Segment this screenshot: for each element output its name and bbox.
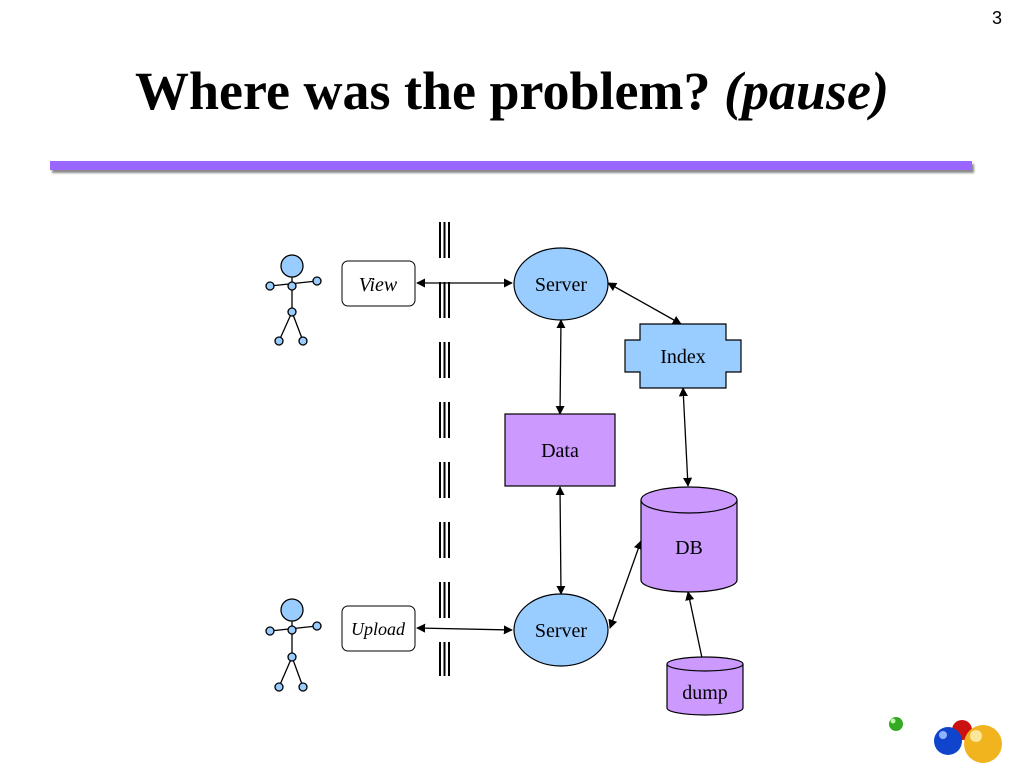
slide-title: Where was the problem? (pause): [0, 61, 1024, 121]
network-boundary: [439, 222, 450, 676]
server-bottom-node: Server: [513, 593, 609, 667]
server-top-to-index-arrow: [607, 282, 682, 325]
server-bottom-label: Server: [535, 620, 588, 642]
db-node: DB: [640, 486, 738, 593]
title-underline: [50, 161, 972, 170]
upload-box: Upload: [341, 605, 416, 652]
title-main: Where was the problem?: [135, 61, 711, 121]
title-emphasis: (pause): [723, 61, 889, 121]
server-bottom-to-db-arrow: [608, 540, 643, 629]
view-label: View: [359, 274, 398, 296]
server-top-to-data-arrow: [555, 319, 566, 415]
data-label: Data: [541, 440, 579, 462]
index-node: Index: [624, 323, 742, 389]
upload-to-server-arrow: [416, 623, 513, 635]
server-top-label: Server: [535, 274, 588, 296]
server-top-node: Server: [513, 247, 609, 321]
index-to-db-arrow: [678, 387, 693, 487]
index-label: Index: [660, 346, 706, 368]
view-box: View: [341, 260, 416, 307]
upload-label: Upload: [351, 619, 406, 639]
data-node: Data: [504, 413, 616, 487]
dump-label: dump: [682, 682, 728, 704]
data-to-server-bottom-arrow: [555, 486, 566, 595]
viewer-user-icon: [265, 254, 322, 346]
slide-number: 3: [991, 8, 1002, 28]
dump-node: dump: [666, 656, 744, 716]
uploader-user-icon: [265, 598, 322, 692]
db-label: DB: [675, 537, 703, 559]
decorative-balls-icon: [889, 717, 1002, 763]
